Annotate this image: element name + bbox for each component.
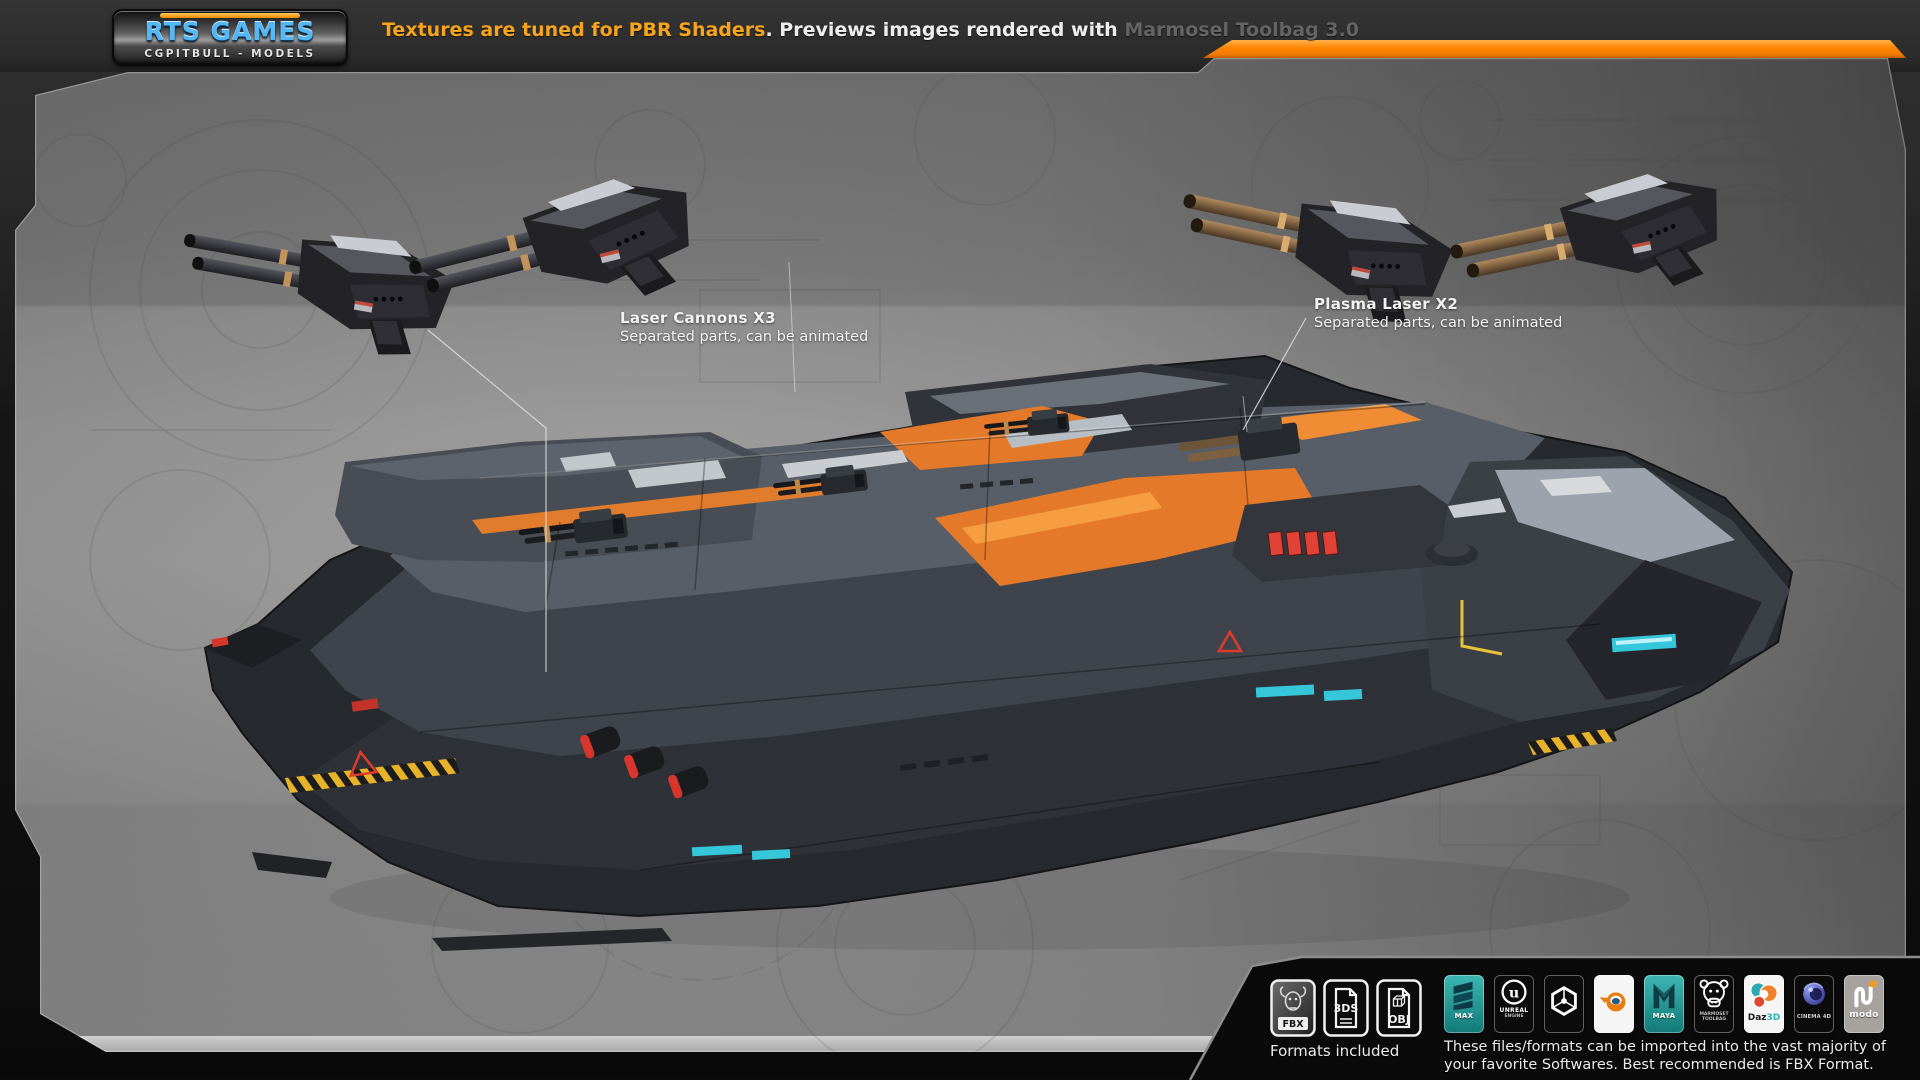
badge-label: CINEMA 4D — [1796, 1014, 1832, 1020]
daz-label: Daz — [1747, 1013, 1767, 1023]
callout-laser-cannons: Laser Cannons X3 Separated parts, can be… — [620, 309, 868, 345]
cinema4d-icon — [1803, 982, 1825, 1005]
cyan-screens — [691, 684, 1363, 860]
ship-plasma-turret — [1178, 416, 1301, 463]
blender-icon — [1599, 992, 1626, 1012]
badge-label: MAYA — [1652, 1012, 1676, 1020]
frame-edge-highlight — [15, 58, 1906, 1052]
tagline-normal: . Previews images rendered with — [765, 19, 1125, 41]
software-badge-3dsmax: MAX — [1444, 975, 1484, 1033]
callout-title: Laser Cannons X3 — [620, 309, 776, 327]
header-tagline: Textures are tuned for PBR Shaders. Prev… — [382, 0, 1359, 60]
daz-3d-label: 3D — [1766, 1013, 1781, 1023]
callout-line-plasma-laser — [1242, 317, 1307, 431]
callout-subtitle: Separated parts, can be animated — [620, 329, 869, 345]
software-badge-unreal: u UNREAL ENGINE — [1494, 975, 1534, 1033]
software-badge-modo: modo — [1844, 975, 1884, 1033]
spaceship-render — [203, 261, 1794, 951]
format-label: OBJ — [1388, 1013, 1410, 1026]
logo-title: RTS GAMES — [144, 17, 316, 46]
daz3d-icon — [1749, 981, 1779, 1009]
3ds-file-icon: 3DS — [1323, 979, 1369, 1037]
svg-text:u: u — [1509, 986, 1519, 1002]
badge-sublabel: TOOLBAG — [1701, 1016, 1727, 1022]
format-icons-row: FBX 3DS OBJ — [1270, 979, 1422, 1037]
format-label: FBX — [1282, 1019, 1304, 1030]
software-badge-marmoset: MARMOSET TOOLBAG — [1694, 975, 1734, 1033]
logo-orange-accent — [160, 13, 300, 18]
marmoset-toolbag-icon — [1699, 979, 1729, 1008]
unreal-engine-icon: u — [1501, 979, 1527, 1005]
fbx-file-icon: FBX — [1270, 979, 1316, 1037]
formats-block: FBX 3DS OBJ Formats included — [1270, 979, 1422, 1060]
obj-file-icon: OBJ — [1376, 979, 1422, 1037]
thruster-nozzles — [580, 726, 709, 799]
callout-line-laser-cannons — [427, 329, 547, 672]
maya-icon — [1653, 983, 1675, 1009]
software-badges-row: MAX u UNREAL ENGINE — [1444, 975, 1920, 1033]
badge-sublabel: ENGINE — [1504, 1013, 1524, 1019]
logo-plate: RTS GAMES CGPITBULL - MODELS — [112, 9, 348, 66]
badge-label: MAX — [1454, 1012, 1474, 1020]
software-badge-blender — [1594, 975, 1634, 1033]
modo-icon — [1854, 980, 1877, 1008]
software-badge-unity — [1544, 975, 1584, 1033]
header-orange-accent-bar — [1203, 40, 1906, 58]
callout-plasma-laser: Plasma Laser X2 Separated parts, can be … — [1314, 295, 1562, 331]
software-badge-maya: MAYA — [1644, 975, 1684, 1033]
weapon-laser-cannon-1 — [171, 205, 460, 366]
tagline-muted: Marmosel Toolbag 3.0 — [1124, 19, 1359, 41]
badge-label: modo — [1849, 1010, 1879, 1020]
3dsmax-icon — [1453, 981, 1473, 1011]
software-caption: These files/formats can be imported into… — [1444, 1039, 1886, 1073]
callout-subtitle: Separated parts, can be animated — [1314, 315, 1563, 331]
software-block: MAX u UNREAL ENGINE — [1444, 975, 1920, 1074]
formats-caption: Formats included — [1270, 1042, 1400, 1060]
logo-subtitle: CGPITBULL - MODELS — [144, 48, 316, 60]
tagline-highlight: Textures are tuned for PBR Shaders — [382, 19, 766, 41]
software-badge-cinema4d: CINEMA 4D — [1794, 975, 1834, 1033]
unity-icon — [1551, 986, 1577, 1016]
callout-title: Plasma Laser X2 — [1314, 295, 1459, 313]
format-label: 3DS — [1334, 1002, 1359, 1015]
